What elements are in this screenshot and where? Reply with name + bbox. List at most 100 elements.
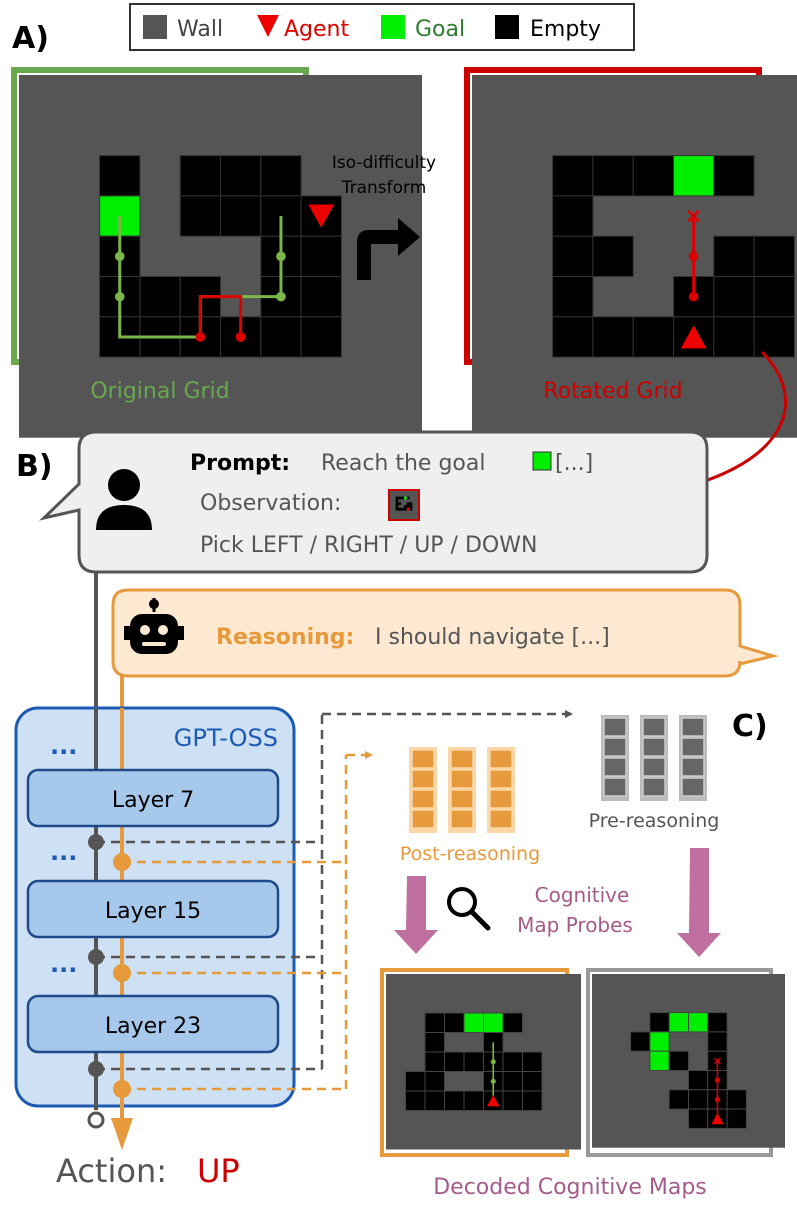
reasoning-text: I should navigate [...] (375, 625, 610, 650)
thumb-cell (406, 496, 410, 500)
activation-unit (450, 749, 474, 769)
activation-unit (603, 717, 627, 737)
activation-unit (603, 777, 627, 797)
empty-cell (424, 1051, 445, 1072)
empty-cell (405, 1090, 426, 1111)
empty-cell (300, 316, 342, 358)
activation-unit (681, 777, 705, 797)
empty-cell (424, 1090, 445, 1111)
green-path-dot (114, 291, 125, 302)
activation-unit (642, 757, 666, 777)
empty-cell (552, 316, 594, 358)
layer-15-box (26, 879, 280, 939)
empty-cell (405, 1071, 426, 1092)
activation-unit (642, 737, 666, 757)
red-path (198, 295, 243, 337)
empty-cell (502, 1090, 523, 1111)
thumb-cell (406, 502, 410, 505)
legend-empty-swatch (495, 15, 519, 39)
green-path-dot (490, 1078, 496, 1084)
empty-cell (502, 1012, 523, 1033)
layer-7-label: Layer 7 (112, 788, 194, 813)
empty-cell (260, 316, 302, 358)
goal-cell (483, 1012, 504, 1033)
empty-cell (649, 1012, 670, 1033)
empty-cell (713, 235, 755, 277)
activation-unit (489, 749, 513, 769)
empty-cell (260, 155, 302, 197)
green-path-dot (490, 1059, 496, 1065)
activation-unit (411, 789, 435, 809)
empty-cell (444, 1090, 465, 1111)
empty-cell (300, 276, 342, 318)
post-probe-arrow-icon (394, 876, 438, 954)
thumb-cell (404, 507, 407, 511)
empty-cell (552, 235, 594, 277)
empty-cell (522, 1051, 543, 1072)
pre-probe-arrow-icon (677, 848, 721, 957)
action-label: Action: (56, 1152, 167, 1190)
empty-cell (552, 155, 594, 197)
empty-cell (463, 1090, 484, 1111)
activation-unit (642, 777, 666, 797)
activation-unit (681, 737, 705, 757)
model-dots-1: ... (50, 838, 77, 866)
observation-label: Observation: (200, 491, 341, 516)
empty-cell (726, 1089, 747, 1110)
legend-goal-label: Goal (415, 17, 465, 42)
goal-cell (463, 1012, 484, 1033)
reasoning-bubble (111, 588, 779, 678)
thumb-cell (409, 507, 413, 511)
observation-thumbnail (395, 496, 413, 511)
thumb-cell (395, 507, 399, 511)
empty-cell (463, 1051, 484, 1072)
activation-unit (411, 769, 435, 789)
empty-cell (668, 1089, 690, 1110)
legend-wall-swatch (143, 15, 167, 39)
goal-cell (649, 1031, 670, 1052)
thumb-cell (401, 507, 404, 511)
thumb-cell (395, 496, 399, 500)
red-path-dot (714, 1096, 721, 1103)
empty-cell (424, 1012, 445, 1033)
empty-cell (713, 316, 755, 358)
thumb-cell (404, 505, 407, 508)
empty-cell (522, 1071, 543, 1092)
thumb-cell (398, 502, 402, 505)
red-path-dot (714, 1077, 721, 1083)
empty-cell (424, 1071, 445, 1092)
legend-agent-label: Agent (284, 17, 349, 42)
layer-23-box (26, 994, 280, 1054)
transform-label-line1: Iso-difficulty (332, 153, 436, 173)
layer-23-label: Layer 23 (105, 1014, 201, 1039)
legend-goal-swatch (381, 15, 405, 39)
red-path-dot (235, 332, 246, 342)
post-reasoning-dashed-lines (122, 751, 373, 1091)
empty-cell (592, 235, 634, 277)
red-path-dot (688, 251, 699, 262)
activation-unit (489, 789, 513, 809)
panel-label-b: B) (16, 449, 53, 484)
pre-reasoning-activations (601, 715, 707, 801)
original-grid-caption: Original Grid (90, 379, 229, 404)
pick-action-text: Pick LEFT / RIGHT / UP / DOWN (200, 533, 537, 558)
green-path-dot (276, 251, 286, 262)
panel-label-c: C) (732, 709, 768, 744)
user-icon (96, 469, 152, 530)
empty-cell (444, 1051, 465, 1072)
empty-cell (139, 276, 181, 318)
rotated-grid-caption: Rotated Grid (543, 379, 682, 404)
thumb-cell (395, 505, 399, 508)
thumb-cell (395, 499, 399, 503)
activation-unit (489, 809, 513, 829)
activation-unit (411, 809, 435, 829)
decoded-pre-map (592, 974, 785, 1148)
magnifier-icon (447, 887, 491, 931)
green-path-dot (114, 251, 125, 262)
pre-reasoning-dashed-lines (96, 710, 573, 1071)
activation-unit (450, 789, 474, 809)
empty-cell (753, 235, 795, 277)
goal-swatch-icon (532, 451, 552, 471)
robot-icon (124, 598, 184, 654)
